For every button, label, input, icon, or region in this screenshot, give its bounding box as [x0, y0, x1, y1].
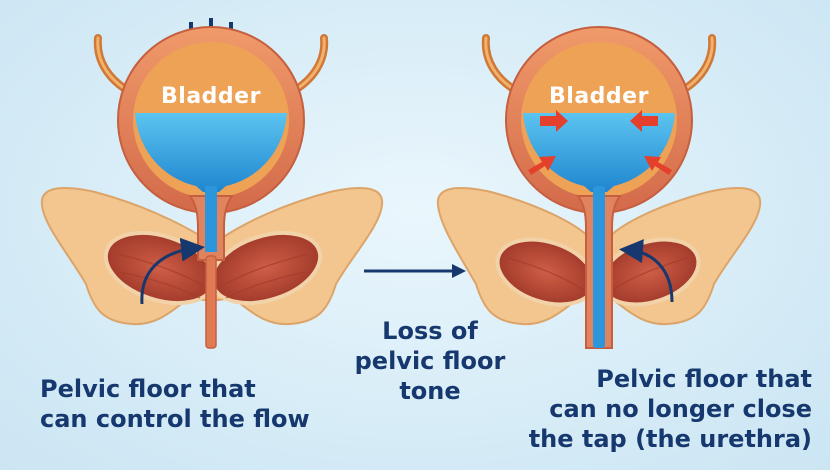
transition-arrow — [364, 264, 466, 278]
right-urine — [523, 113, 675, 192]
left-urethra-fluid — [205, 186, 217, 252]
left-panel — [40, 18, 384, 349]
left-support-arrow — [140, 237, 205, 305]
left-caption: Pelvic floor that can control the flow — [40, 374, 310, 434]
middle-caption-line2: pelvic floor — [354, 347, 506, 375]
right-bladder-label: Bladder — [549, 84, 649, 109]
middle-caption-line1: Loss of — [382, 317, 478, 345]
middle-caption: Loss of pelvic floor tone — [330, 316, 530, 406]
right-support-arrow — [619, 239, 674, 303]
right-caption-line2: can no longer close — [549, 395, 812, 423]
middle-caption-line3: tone — [399, 377, 461, 405]
right-caption-line1: Pelvic floor that — [596, 365, 812, 393]
right-panel — [436, 26, 762, 349]
left-bladder-label: Bladder — [161, 84, 261, 109]
pressure-arrows — [528, 110, 672, 175]
left-urine — [135, 113, 287, 192]
right-urethra-fluid — [593, 186, 605, 348]
left-caption-line2: can control the flow — [40, 405, 310, 433]
right-caption: Pelvic floor that can no longer close th… — [529, 364, 812, 454]
left-urethra — [205, 255, 217, 349]
left-caption-line1: Pelvic floor that — [40, 375, 256, 403]
right-caption-line3: the tap (the urethra) — [528, 425, 812, 453]
